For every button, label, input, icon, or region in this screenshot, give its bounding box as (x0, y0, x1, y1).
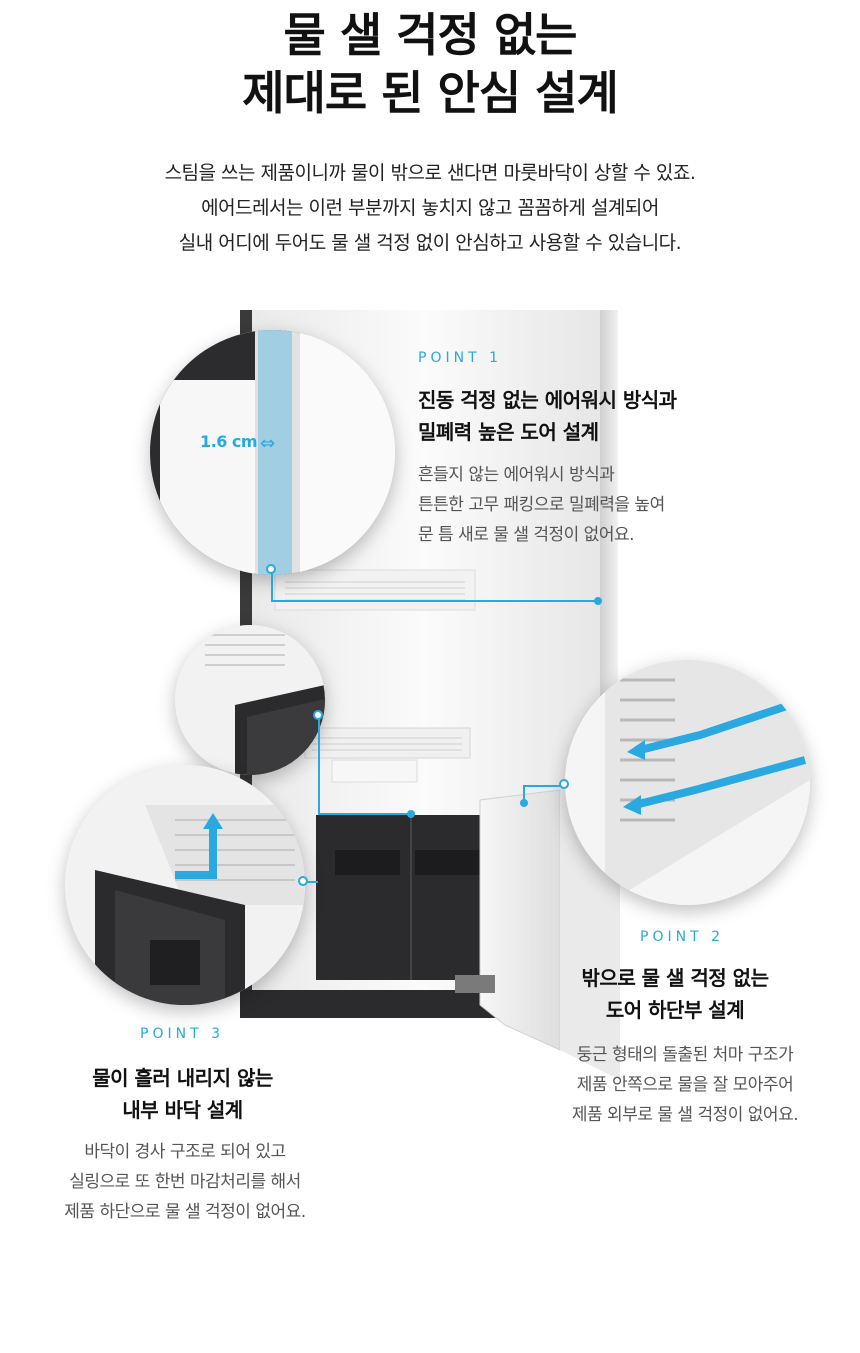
page-headline: 물 샐 걱정 없는 제대로 된 안심 설계 (0, 6, 860, 122)
door-hinge (455, 975, 495, 993)
connector-point-1-end (594, 597, 602, 605)
drawer-handle-right (415, 850, 480, 875)
headline-line-1: 물 샐 걱정 없는 (283, 8, 578, 62)
connector-point-2-end (520, 799, 528, 807)
point-2-magnifier (565, 660, 810, 905)
connector-point-1-start (266, 564, 276, 574)
door-corner-magnifier (175, 625, 325, 775)
middle-panel (331, 759, 418, 783)
point-2-label: POINT 2 (640, 929, 724, 945)
point-2-title: 밖으로 물 샐 걱정 없는 도어 하단부 설계 (581, 966, 769, 1022)
intro-line-2: 에어드레서는 이런 부분까지 놓치지 않고 꼼꼼하게 설계되어 (201, 197, 659, 219)
intro-line-3: 실내 어디에 두어도 물 샐 걱정 없이 안심하고 사용할 수 있습니다. (178, 232, 682, 254)
connector-point-1-horizontal (271, 600, 598, 602)
connector-point-1-vertical (271, 570, 273, 600)
point-3-title: 물이 흘러 내리지 않는 내부 바닥 설계 (92, 1066, 273, 1122)
connector-point-3-start (298, 876, 308, 886)
top-vent (274, 569, 476, 611)
headline-line-2: 제대로 된 안심 설계 (242, 66, 619, 120)
connector-corner-start (313, 710, 323, 720)
product-illustration: 1.6 cm ⇔ (0, 290, 860, 1270)
gap-measurement-label: 1.6 cm (200, 432, 258, 451)
point-1-description: 흔들지 않는 에어워시 방식과 튼튼한 고무 패킹으로 밀폐력을 높여 문 틈 … (418, 465, 665, 545)
open-door (479, 789, 561, 1051)
double-arrow-icon: ⇔ (260, 433, 276, 454)
connector-point-3-horizontal (304, 881, 318, 883)
intro-line-1: 스팀을 쓰는 제품이니까 물이 밖으로 샌다면 마룻바닥이 상할 수 있죠. (164, 162, 696, 184)
connector-corner-end (407, 810, 415, 818)
connector-corner-horizontal (318, 813, 413, 815)
point-1-magnifier (150, 330, 395, 575)
connector-point-2-vertical (523, 785, 525, 803)
point-3-label: POINT 3 (140, 1026, 224, 1042)
connector-corner-vertical (318, 718, 320, 813)
drawer-handle-left (335, 850, 400, 875)
point-1-label: POINT 1 (418, 350, 502, 366)
point-3-description: 바닥이 경사 구조로 되어 있고 실링으로 또 한번 마감처리를 해서 제품 하… (64, 1142, 306, 1222)
intro-paragraph: 스팀을 쓰는 제품이니까 물이 밖으로 샌다면 마룻바닥이 상할 수 있죠. 에… (0, 156, 860, 261)
connector-point-2-horizontal (523, 785, 565, 787)
point-1-title: 진동 걱정 없는 에어워시 방식과 밀폐력 높은 도어 설계 (418, 388, 677, 444)
middle-vent (304, 727, 471, 759)
bottom-drawer (316, 815, 486, 980)
point-3-magnifier (65, 765, 305, 1005)
connector-point-2-start (559, 779, 569, 789)
point-2-description: 둥근 형태의 돌출된 처마 구조가 제품 안쪽으로 물을 잘 모아주어 제품 외… (571, 1045, 799, 1125)
base-plinth (240, 990, 505, 1018)
